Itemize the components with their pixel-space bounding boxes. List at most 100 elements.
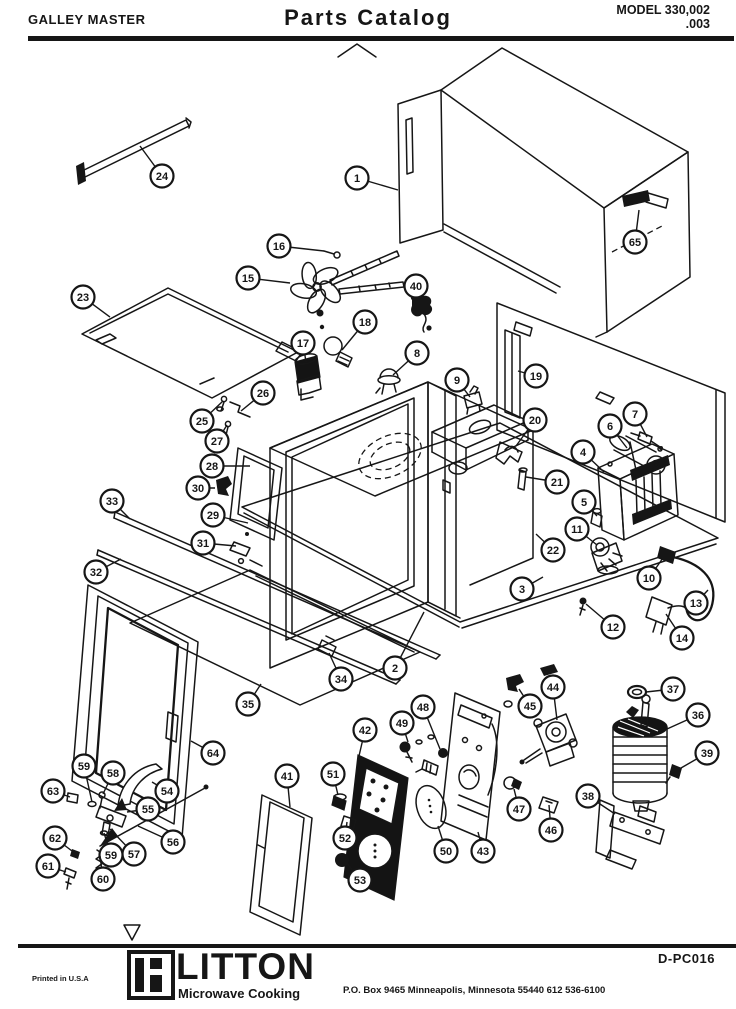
part-balloon-33: 33	[99, 488, 131, 520]
part-balloon-63: 63	[40, 778, 71, 804]
top-trim-bar-part	[76, 117, 192, 185]
svg-text:59: 59	[105, 850, 117, 862]
svg-text:40: 40	[410, 281, 422, 293]
part-balloon-4: 4	[570, 439, 605, 473]
latch-body-part	[95, 805, 127, 828]
part-balloon-15: 15	[235, 265, 291, 291]
svg-text:44: 44	[547, 682, 560, 694]
diode-part	[637, 431, 653, 445]
litton-logo-icon	[127, 950, 175, 1000]
part-balloon-44: 44	[540, 674, 566, 721]
svg-text:33: 33	[106, 496, 118, 508]
part-balloon-29: 29	[200, 502, 249, 528]
part-balloon-54: 54	[151, 778, 180, 804]
svg-text:50: 50	[440, 846, 452, 858]
magnetron-part	[595, 684, 682, 870]
svg-text:55: 55	[142, 804, 154, 816]
part-balloon-42: 42	[352, 717, 378, 757]
panel-screw2-part	[438, 748, 448, 758]
timer-motor-part	[519, 713, 578, 767]
plug-part	[645, 596, 673, 626]
part-balloon-8: 8	[392, 340, 430, 376]
svg-text:39: 39	[701, 748, 713, 760]
bottom-tray-part	[129, 569, 421, 706]
part-balloon-47: 47	[506, 788, 532, 822]
svg-text:4: 4	[580, 447, 587, 459]
part-balloon-3: 3	[509, 576, 544, 602]
door-frame-part	[249, 794, 313, 936]
top-shelf-part	[81, 287, 303, 399]
magnetron-screw-part	[669, 764, 682, 779]
svg-text:6: 6	[607, 421, 613, 433]
dark-knob-part	[335, 853, 349, 867]
svg-text:43: 43	[477, 846, 489, 858]
svg-text:38: 38	[582, 791, 594, 803]
svg-text:30: 30	[192, 483, 204, 495]
svg-text:41: 41	[281, 771, 293, 783]
part-balloon-59-59: 59	[98, 832, 124, 868]
printed-note: Printed in U.S.A	[32, 974, 89, 983]
fan-washer-part	[319, 324, 325, 330]
part-balloon-23: 23	[70, 284, 111, 318]
svg-text:58: 58	[107, 768, 119, 780]
part-balloon-7: 7	[622, 401, 648, 438]
transformer-part	[590, 443, 679, 541]
part-balloon-41: 41	[274, 763, 300, 808]
svg-text:3: 3	[519, 584, 525, 596]
part-balloon-52: 52	[332, 821, 358, 851]
control-panel-part	[331, 734, 448, 901]
svg-text:26: 26	[257, 388, 269, 400]
part-balloon-35: 35	[235, 683, 262, 717]
fan-hub-screw-part	[316, 309, 324, 317]
latch-bolt-part	[63, 867, 77, 879]
litton-tagline: Microwave Cooking	[178, 986, 301, 1001]
fold-caret-mark	[337, 43, 377, 58]
latch-washer-part	[87, 800, 97, 808]
svg-text:16: 16	[273, 241, 285, 253]
part-balloon-21: 21	[525, 469, 570, 495]
stud-part	[517, 469, 527, 491]
litton-logo-dot	[150, 958, 162, 969]
thermostat-part	[375, 368, 401, 395]
svg-text:42: 42	[359, 725, 371, 737]
svg-text:25: 25	[196, 416, 208, 428]
svg-text:31: 31	[197, 538, 209, 550]
svg-text:61: 61	[42, 861, 54, 873]
keypad-area	[358, 767, 400, 825]
svg-text:35: 35	[242, 699, 254, 711]
svg-text:46: 46	[545, 825, 557, 837]
fan-screw-part	[323, 250, 341, 259]
window-oval-part	[415, 784, 447, 830]
svg-text:27: 27	[211, 436, 223, 448]
part-balloon-20: 20	[515, 407, 548, 447]
svg-text:13: 13	[690, 598, 702, 610]
part-balloon-27: 27	[204, 424, 230, 454]
svg-text:14: 14	[676, 633, 689, 645]
litton-wordmark: LITTON	[176, 946, 315, 987]
company-address: P.O. Box 9465 Minneapolis, Minnesota 554…	[343, 985, 606, 996]
model-number-bottom: .003	[685, 17, 710, 31]
fan-blade-part	[289, 250, 405, 314]
svg-text:22: 22	[547, 545, 559, 557]
litton-logo-bar	[135, 958, 144, 992]
svg-text:59: 59	[78, 761, 90, 773]
magnetron-bracket-part	[595, 799, 665, 870]
svg-text:7: 7	[632, 409, 638, 421]
part-balloon-12: 12	[585, 603, 626, 640]
svg-text:57: 57	[128, 849, 140, 861]
part-balloon-45: 45	[517, 688, 543, 719]
svg-text:36: 36	[692, 710, 704, 722]
panel-screw-part	[399, 741, 411, 753]
latch-pin-part	[101, 821, 111, 837]
tray-clip-part	[317, 639, 337, 657]
part-balloon-18: 18	[341, 309, 378, 351]
svg-text:11: 11	[571, 524, 583, 536]
part-balloon-60: 60	[90, 855, 116, 892]
svg-text:5: 5	[581, 497, 587, 509]
svg-text:45: 45	[524, 701, 536, 713]
base-screw-part	[579, 597, 587, 605]
part-balloon-37: 37	[645, 676, 686, 702]
part-balloon-48: 48	[410, 694, 441, 750]
